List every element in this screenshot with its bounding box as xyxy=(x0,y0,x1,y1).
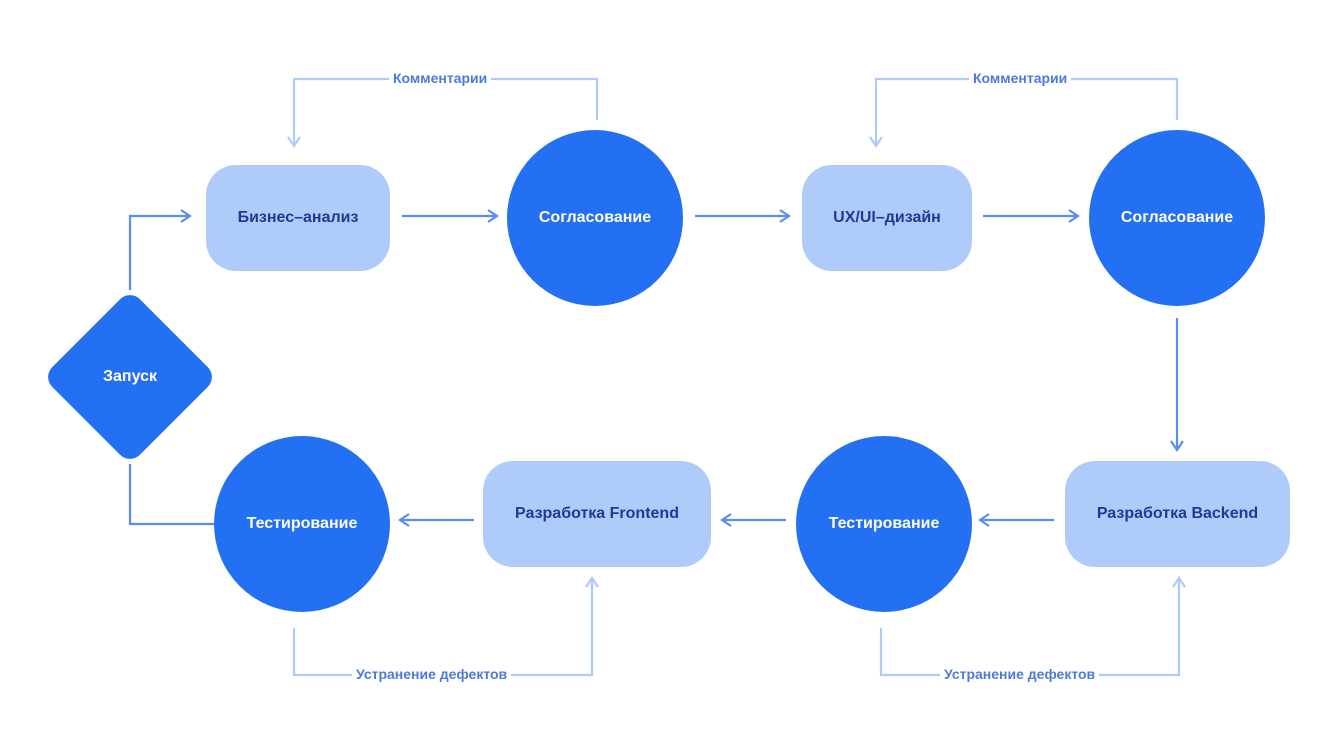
loop-comments-2 xyxy=(869,77,1179,148)
business-analysis-node: Бизнес–анализ xyxy=(206,165,390,271)
start-node: Запуск xyxy=(42,289,218,465)
comments-label-2: Комментарии xyxy=(969,70,1072,86)
testing-node-2: Тестирование xyxy=(214,436,390,612)
approval-node-1: Согласование xyxy=(507,130,683,306)
testing-node-1: Тестирование xyxy=(796,436,972,612)
comments-label-1: Комментарии xyxy=(389,70,492,86)
arrow-start-to-business xyxy=(128,209,192,290)
fix-defects-label-2: Устранение дефектов xyxy=(940,666,1100,682)
fix-defects-label-1: Устранение дефектов xyxy=(352,666,512,682)
loop-comments-1 xyxy=(287,77,599,148)
frontend-dev-node: Разработка Frontend xyxy=(483,461,711,567)
start-label: Запуск xyxy=(103,368,157,385)
line-testing-to-start xyxy=(128,464,214,526)
backend-dev-node: Разработка Backend xyxy=(1065,461,1290,567)
approval-node-2: Согласование xyxy=(1089,130,1265,306)
ux-ui-design-node: UX/UI–дизайн xyxy=(802,165,972,271)
